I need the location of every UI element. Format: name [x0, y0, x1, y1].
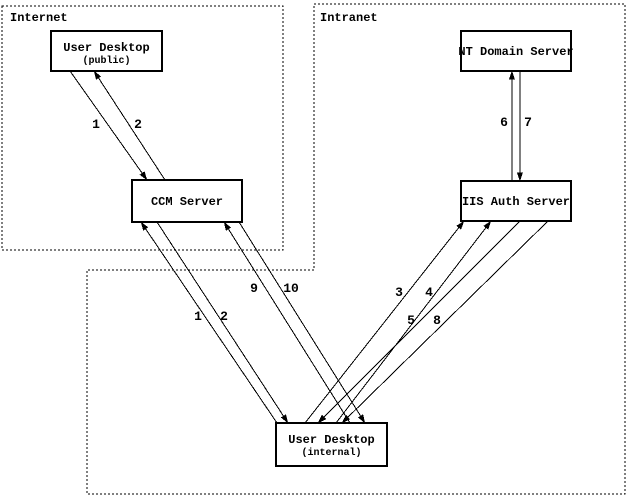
zone-intranet-border: [86, 3, 626, 495]
node-ccm-server-title: CCM Server: [151, 195, 223, 209]
arrow-label-7: 7: [524, 115, 532, 130]
node-iis-auth-server-box: [460, 180, 572, 222]
arrow-8-iis-auth-server-to-user-desktop-internal: [341, 220, 549, 424]
zone-intranet-label: Intranet: [320, 11, 378, 25]
zone-internet-label: Internet: [10, 11, 68, 25]
arrow-10-ccm-server-to-user-desktop-internal: [238, 221, 366, 424]
arrow-label-2: 2: [134, 117, 142, 132]
arrow-label-2: 2: [220, 309, 228, 324]
arrow-label-5: 5: [407, 313, 415, 328]
arrow-label-10: 10: [283, 281, 299, 296]
arrow-2-ccm-server-to-user-desktop-internal: [156, 221, 289, 424]
arrow-1-user-desktop-public-to-ccm-server: [69, 70, 148, 181]
arrow-label-6: 6: [500, 115, 508, 130]
arrow-4-iis-auth-server-to-user-desktop-internal: [317, 220, 521, 424]
node-user-desktop-internal-box: [275, 422, 388, 467]
node-user-desktop-internal-title: User Desktop: [288, 433, 374, 447]
node-user-desktop-public-box: [50, 30, 163, 72]
arrow-label-4: 4: [425, 285, 433, 300]
node-nt-domain-server-title: NT Domain Server: [458, 45, 573, 59]
node-user-desktop-public-title: User Desktop: [63, 41, 149, 55]
node-user-desktop-public-subtitle: (public): [82, 55, 130, 67]
node-user-desktop-internal-subtitle: (internal): [301, 447, 361, 459]
arrow-label-8: 8: [433, 313, 441, 328]
arrow-2-ccm-server-to-user-desktop-public: [93, 70, 166, 181]
arrow-9-user-desktop-internal-to-ccm-server: [223, 221, 351, 424]
arrow-1-user-desktop-internal-to-ccm-server: [140, 221, 278, 424]
arrow-label-9: 9: [250, 281, 258, 296]
node-nt-domain-server-box: [460, 30, 572, 72]
arrow-label-1: 1: [92, 117, 100, 132]
zone-internet-border: [1, 5, 284, 251]
arrow-label-1: 1: [194, 309, 202, 324]
arrow-5-user-desktop-internal-to-iis-auth-server: [335, 220, 492, 424]
node-ccm-server-box: [131, 179, 243, 223]
node-iis-auth-server-title: IIS Auth Server: [462, 195, 570, 209]
arrow-3-user-desktop-internal-to-iis-auth-server: [304, 220, 465, 424]
arrow-label-3: 3: [395, 285, 403, 300]
